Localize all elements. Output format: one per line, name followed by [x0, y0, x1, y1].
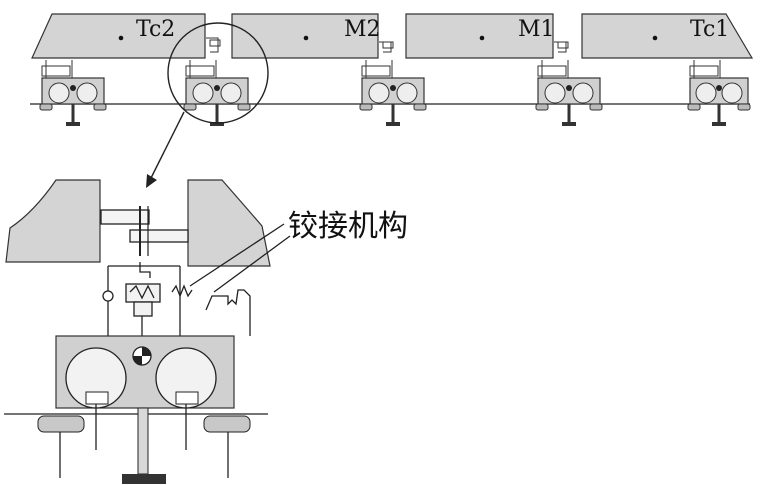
bogie-2	[183, 60, 251, 126]
zoom-arrow	[146, 111, 185, 188]
bogie-1	[39, 60, 107, 126]
callout-label: 铰接机构	[288, 209, 408, 244]
bogie-5	[687, 60, 751, 126]
car-label-tc1: Tc1	[690, 17, 729, 42]
detail-coupler	[100, 206, 189, 256]
car-m1: M1	[405, 13, 555, 59]
car-label-tc2: Tc2	[136, 17, 175, 42]
car-m2: M2	[231, 13, 381, 59]
car-label-m2: M2	[344, 17, 381, 42]
detail-center-pillar	[122, 407, 166, 484]
car-tc2: Tc2	[31, 13, 206, 59]
articulation-mechanism	[125, 262, 251, 336]
detail-wheel-pad-right	[203, 415, 251, 433]
bogie-4	[535, 60, 603, 126]
top-articulation-links	[206, 37, 569, 53]
callout-leader	[189, 223, 291, 293]
detail-car-body-left	[5, 179, 101, 263]
detail-rods	[102, 265, 181, 336]
car-tc1: Tc1	[581, 13, 754, 59]
detail-wheel-pad-left	[37, 415, 85, 433]
bogie-center-pivot	[132, 346, 152, 366]
bogie-3	[359, 60, 427, 126]
car-label-m1: M1	[518, 17, 555, 42]
detail-car-body-right	[187, 179, 271, 267]
detail-bogie	[55, 335, 235, 450]
magnifier-circle	[167, 22, 269, 124]
